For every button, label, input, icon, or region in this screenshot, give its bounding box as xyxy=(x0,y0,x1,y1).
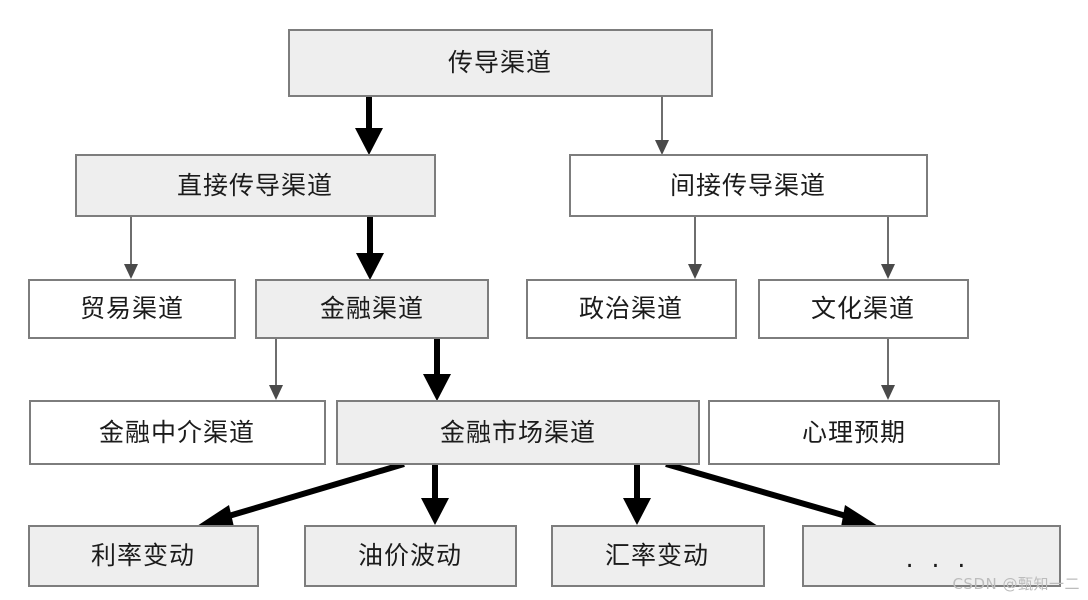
node-oilprice-label: 油价波动 xyxy=(358,541,462,570)
node-cultural[interactable]: 文化渠道 xyxy=(758,279,969,339)
node-psych[interactable]: 心理预期 xyxy=(708,400,1000,465)
node-root[interactable]: 传导渠道 xyxy=(288,29,713,97)
edge-fin-market-to-interest xyxy=(197,461,405,527)
node-more[interactable]: . . . xyxy=(802,525,1061,587)
edge-indirect-to-political xyxy=(688,216,702,279)
node-financial[interactable]: 金融渠道 xyxy=(255,279,489,339)
node-exchange-label: 汇率变动 xyxy=(605,541,709,570)
node-more-label: . . . xyxy=(906,544,971,573)
node-cultural-label: 文化渠道 xyxy=(811,294,915,323)
edge-financial-to-fin-market xyxy=(423,338,451,401)
node-fin-interm-label: 金融中介渠道 xyxy=(99,418,255,447)
edge-root-to-direct xyxy=(355,96,383,155)
node-root-label: 传导渠道 xyxy=(448,48,552,77)
node-trade-label: 贸易渠道 xyxy=(80,294,184,323)
edge-direct-to-financial xyxy=(356,216,384,280)
edge-fin-market-to-oilprice xyxy=(421,464,449,525)
edge-direct-to-trade xyxy=(124,216,138,279)
node-fin-interm[interactable]: 金融中介渠道 xyxy=(29,400,326,465)
edge-cultural-to-psych xyxy=(881,338,895,400)
edge-fin-market-to-more xyxy=(665,461,878,527)
node-direct[interactable]: 直接传导渠道 xyxy=(75,154,436,217)
node-financial-label: 金融渠道 xyxy=(320,294,424,323)
edge-layer xyxy=(124,96,895,527)
node-direct-label: 直接传导渠道 xyxy=(177,171,333,200)
node-fin-market-label: 金融市场渠道 xyxy=(440,418,596,447)
edge-fin-market-to-exchange xyxy=(623,464,651,525)
node-interest-label: 利率变动 xyxy=(91,541,195,570)
node-interest[interactable]: 利率变动 xyxy=(28,525,259,587)
node-exchange[interactable]: 汇率变动 xyxy=(551,525,765,587)
node-indirect[interactable]: 间接传导渠道 xyxy=(569,154,928,217)
node-psych-label: 心理预期 xyxy=(802,418,906,447)
node-political-label: 政治渠道 xyxy=(579,294,683,323)
node-layer: 传导渠道 直接传导渠道 间接传导渠道 贸易渠道 金融渠道 xyxy=(28,29,1061,587)
edge-indirect-to-cultural xyxy=(881,216,895,279)
node-trade[interactable]: 贸易渠道 xyxy=(28,279,236,339)
node-fin-market[interactable]: 金融市场渠道 xyxy=(336,400,700,465)
edge-root-to-indirect xyxy=(655,96,669,155)
edge-financial-to-fin-interm xyxy=(269,338,283,400)
node-political[interactable]: 政治渠道 xyxy=(526,279,737,339)
node-indirect-label: 间接传导渠道 xyxy=(670,171,826,200)
node-oilprice[interactable]: 油价波动 xyxy=(304,525,517,587)
